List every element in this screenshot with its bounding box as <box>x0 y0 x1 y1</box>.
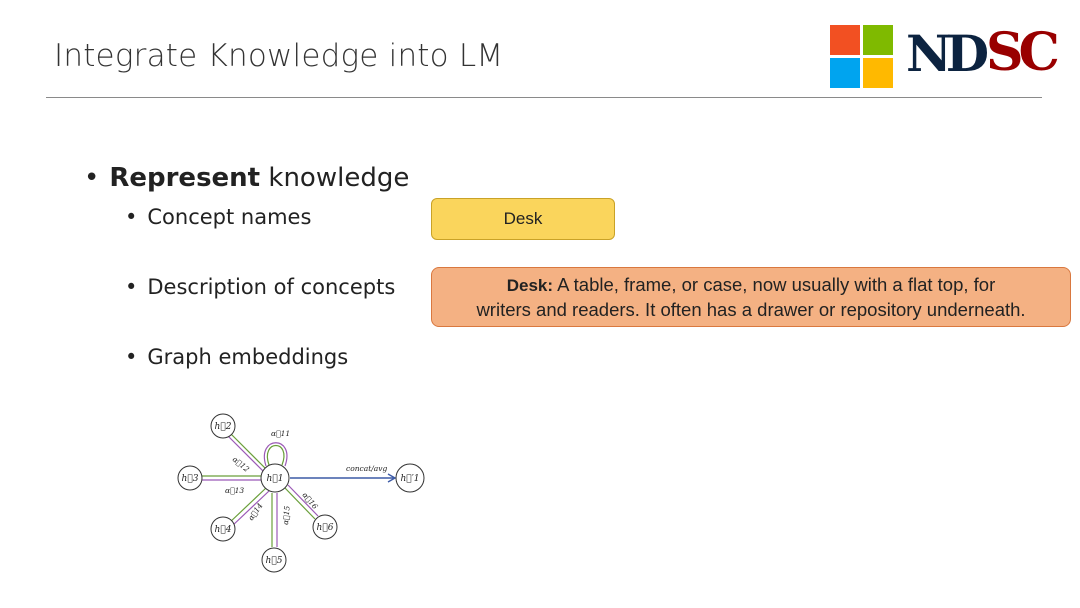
bullet-main-bold: Represent <box>109 163 261 193</box>
edge-output-arrow <box>387 473 397 483</box>
usc-logo: SC <box>986 22 1060 83</box>
bullet-text: Concept names <box>147 205 312 229</box>
alpha-15-label: α⃗15 <box>281 505 292 525</box>
bullet-dot: • <box>125 205 138 229</box>
alpha-13-label: α⃗13 <box>225 486 244 495</box>
node-h1-prime <box>395 463 425 493</box>
bullet-description: • Description of concepts <box>125 275 395 299</box>
ms-square-blue <box>830 58 860 88</box>
node-h6 <box>312 514 338 540</box>
graph-attention-diagram: h⃗2 h⃗3 h⃗4 h⃗5 h⃗6 h⃗1 h⃗′1 concat/avg … <box>177 413 425 573</box>
bullet-dot: • <box>125 345 138 369</box>
bullet-text: Description of concepts <box>147 275 396 299</box>
alpha-12-label: α⃗12 <box>231 455 252 474</box>
edge-h4-b <box>230 490 270 528</box>
bullet-main: • Represent knowledge <box>84 163 409 193</box>
ms-square-red <box>830 25 860 55</box>
description-line-2: writers and readers. It often has a draw… <box>476 298 1026 320</box>
edge-h6-b <box>287 484 319 517</box>
slide-title: Integrate Knowledge into LM <box>54 38 504 74</box>
ms-square-yellow <box>863 58 893 88</box>
description-term: Desk: <box>506 275 554 295</box>
node-h1 <box>260 463 290 493</box>
node-h2 <box>210 413 236 439</box>
bullet-graph-embeddings: • Graph embeddings <box>125 345 348 369</box>
node-h3 <box>177 465 203 491</box>
title-divider <box>46 97 1042 98</box>
bullet-dot: • <box>84 163 100 193</box>
concept-name-box: Desk <box>431 198 615 240</box>
node-h5 <box>261 547 287 573</box>
node-h6-label: h⃗6 <box>317 523 334 533</box>
bullet-text: Graph embeddings <box>147 345 349 369</box>
ms-square-green <box>863 25 893 55</box>
description-line-1: Desk: A table, frame, or case, now usual… <box>507 273 995 298</box>
edge-self-loop <box>266 444 285 466</box>
node-h4-label: h⃗4 <box>215 525 232 535</box>
node-h4 <box>210 516 236 542</box>
bullet-concept-names: • Concept names <box>125 205 311 229</box>
bullet-dot: • <box>125 275 138 299</box>
edge-h6 <box>284 487 316 520</box>
node-h3-label: h⃗3 <box>182 474 199 484</box>
edge-h2-b <box>222 430 271 479</box>
node-h1-prime-label: h⃗′1 <box>401 474 420 484</box>
edge-h4 <box>227 487 267 525</box>
description-box: Desk: A table, frame, or case, now usual… <box>431 267 1071 327</box>
edge-self-loop-b <box>263 442 288 467</box>
alpha-11-label: α⃗11 <box>271 429 290 438</box>
logo-bar: ND SC <box>830 20 1060 90</box>
notre-dame-logo: ND <box>906 24 989 83</box>
microsoft-logo <box>830 25 894 89</box>
node-h1-label: h⃗1 <box>267 474 284 484</box>
bullet-main-rest: knowledge <box>260 163 410 193</box>
description-text-1: A table, frame, or case, now usually wit… <box>553 273 996 295</box>
edge-label-concat: concat/avg <box>346 464 387 473</box>
node-h2-label: h⃗2 <box>215 422 232 432</box>
node-h5-label: h⃗5 <box>266 556 283 566</box>
